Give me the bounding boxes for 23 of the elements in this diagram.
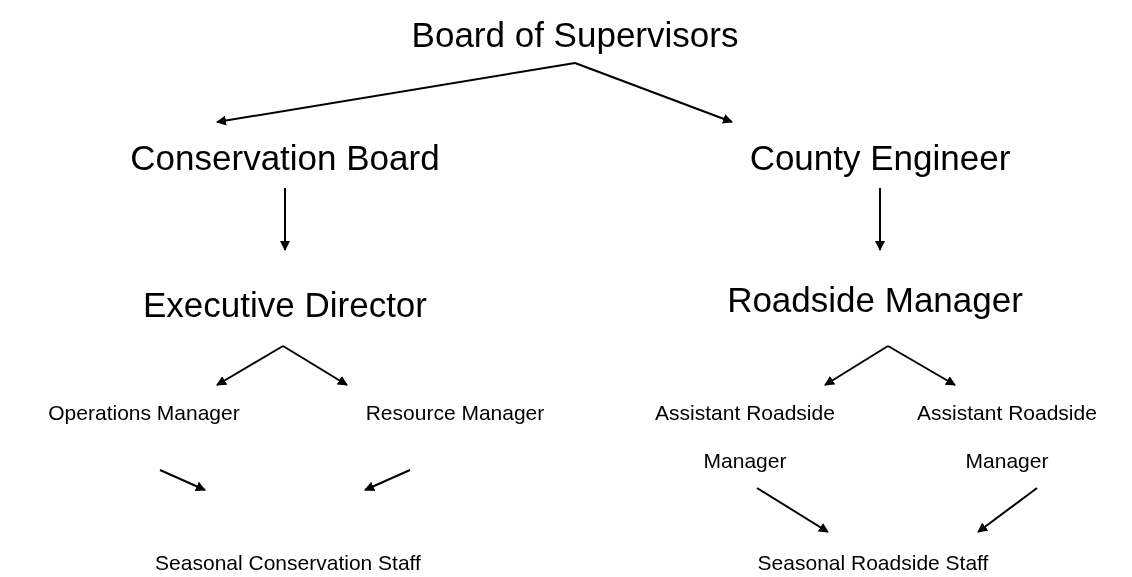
- role-title: Resource Manager: [364, 400, 546, 426]
- arrow: [977, 487, 1038, 533]
- role-title: Executive Director: [142, 285, 428, 325]
- role-title: Conservation Board: [129, 138, 441, 178]
- arrow: [824, 345, 889, 386]
- role-title: Seasonal Roadside Staff: [756, 550, 990, 576]
- arrow: [364, 469, 411, 491]
- arrow: [574, 62, 733, 124]
- arrow: [756, 487, 829, 533]
- role-title: Roadside Manager: [726, 280, 1024, 320]
- role-title: Seasonal Conservation Staff: [154, 550, 422, 576]
- arrow: [875, 187, 885, 251]
- arrow: [216, 345, 284, 386]
- arrow: [887, 345, 956, 386]
- role-title: County Engineer: [748, 138, 1012, 178]
- role-title: Assistant Roadside Manager: [654, 400, 836, 474]
- arrow: [216, 62, 576, 126]
- role-title: Assistant Roadside Manager: [916, 400, 1098, 474]
- arrow: [159, 469, 206, 491]
- arrow: [282, 345, 348, 386]
- role-title: Board of Supervisors: [410, 15, 740, 55]
- arrow: [280, 187, 290, 251]
- role-title: Operations Manager: [47, 400, 241, 426]
